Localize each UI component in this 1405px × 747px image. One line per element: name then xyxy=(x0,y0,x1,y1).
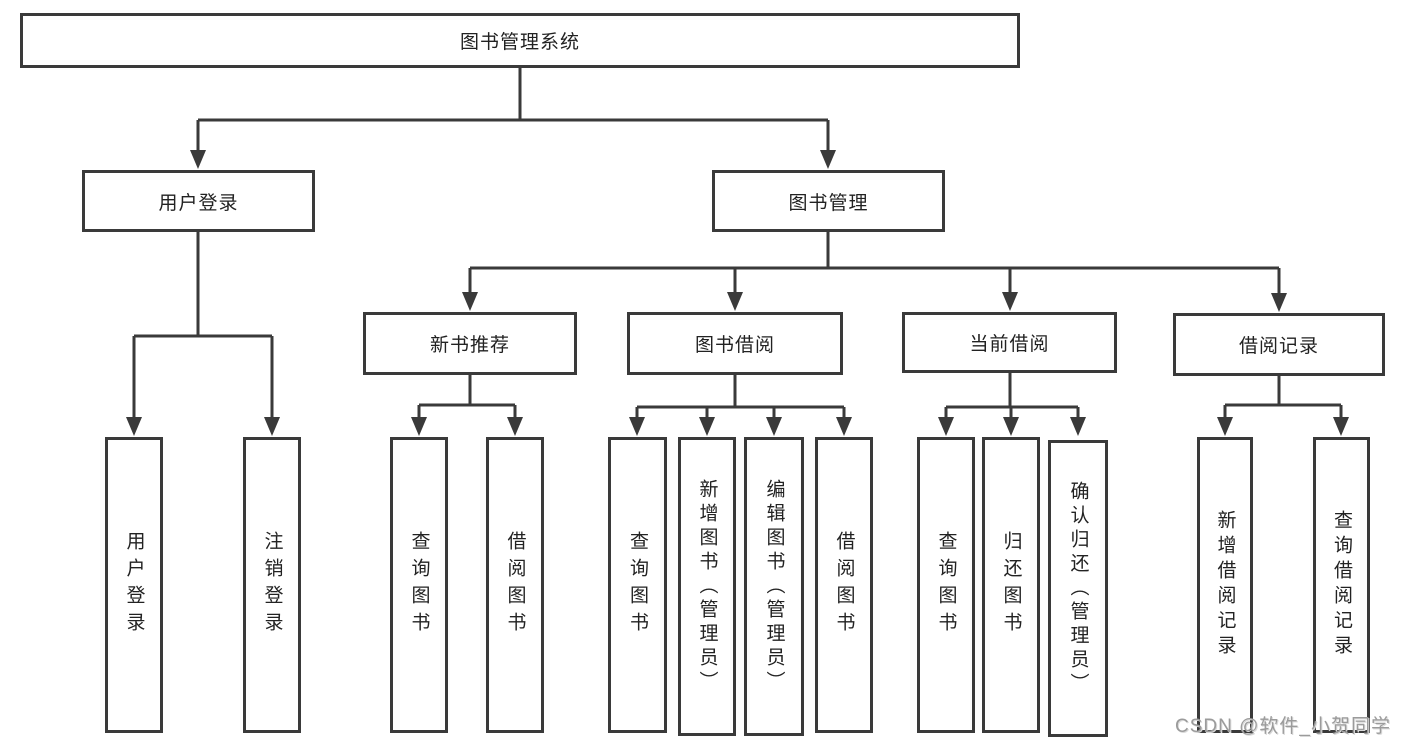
leaf-label: 新增借阅记录 xyxy=(1214,510,1236,660)
leaf-label: 借阅图书 xyxy=(833,531,855,639)
arrowhead xyxy=(820,150,836,169)
leaf-newbooks-borrow-books: 借阅图书 xyxy=(486,437,544,733)
leaf-label: 查询借阅记录 xyxy=(1331,510,1352,660)
leaf-borrowing-edit-books-admin: 编辑图书（管理员） xyxy=(744,437,804,736)
arrowhead xyxy=(699,417,715,436)
arrowhead xyxy=(507,417,523,436)
connector-records-to-leaves xyxy=(1223,376,1343,419)
leaf-label: 查询图书 xyxy=(935,531,957,639)
arrowhead xyxy=(727,292,743,311)
arrowhead xyxy=(1333,417,1349,436)
connector-bookmgmt-to-level3 xyxy=(468,232,1281,295)
node-book-borrowing: 图书借阅 xyxy=(627,312,843,375)
arrowhead xyxy=(1003,417,1019,436)
arrowhead xyxy=(1217,417,1233,436)
arrowhead xyxy=(190,150,206,169)
arrowhead xyxy=(766,417,782,436)
leaf-label: 用户登录 xyxy=(123,531,145,639)
leaf-label: 注销登录 xyxy=(261,531,283,639)
leaf-records-query-record: 查询借阅记录 xyxy=(1313,437,1370,733)
connector-newbooks-to-leaves xyxy=(417,375,517,419)
arrowhead xyxy=(411,417,427,436)
leaf-user-login: 用户登录 xyxy=(105,437,163,733)
leaf-label: 归还图书 xyxy=(1000,531,1022,639)
node-user-login: 用户登录 xyxy=(82,170,315,232)
arrowhead xyxy=(264,417,280,436)
arrowhead xyxy=(126,417,142,436)
connector-currentborrow-to-leaves xyxy=(944,373,1080,419)
leaf-borrowing-query-books: 查询图书 xyxy=(608,437,667,733)
arrowhead xyxy=(938,417,954,436)
leaf-logout: 注销登录 xyxy=(243,437,301,733)
leaf-newbooks-query-books: 查询图书 xyxy=(390,437,448,733)
connector-userlogin-to-leaves xyxy=(132,232,274,419)
node-borrowing-records: 借阅记录 xyxy=(1173,313,1385,376)
arrowhead xyxy=(836,417,852,436)
arrowhead xyxy=(1070,417,1086,436)
connector-root-to-level2 xyxy=(196,68,830,152)
leaf-current-query-books: 查询图书 xyxy=(917,437,975,733)
leaf-label: 借阅图书 xyxy=(504,531,526,639)
leaf-borrowing-add-books-admin: 新增图书（管理员） xyxy=(678,437,736,736)
arrowhead xyxy=(462,292,478,311)
arrowhead xyxy=(629,417,645,436)
leaf-borrowing-borrow-books: 借阅图书 xyxy=(815,437,873,733)
arrowhead xyxy=(1002,292,1018,311)
connector-bookborrow-to-leaves xyxy=(635,375,846,419)
leaf-label: 查询图书 xyxy=(408,531,430,639)
leaf-label: 确认归还（管理员） xyxy=(1067,480,1089,697)
leaf-label: 查询图书 xyxy=(627,531,648,639)
node-current-borrowing: 当前借阅 xyxy=(902,312,1117,373)
leaf-current-return-books: 归还图书 xyxy=(982,437,1040,733)
leaf-records-add-record: 新增借阅记录 xyxy=(1197,437,1253,733)
leaf-label: 新增图书（管理员） xyxy=(696,478,718,695)
csdn-watermark: CSDN @软件_小贺同学 xyxy=(1175,716,1391,737)
node-book-management: 图书管理 xyxy=(712,170,945,232)
leaf-current-confirm-return-admin: 确认归还（管理员） xyxy=(1048,440,1108,737)
arrowhead xyxy=(1271,293,1287,312)
node-new-book-recommendation: 新书推荐 xyxy=(363,312,577,375)
node-library-management-system: 图书管理系统 xyxy=(20,13,1020,68)
leaf-label: 编辑图书（管理员） xyxy=(763,478,785,695)
